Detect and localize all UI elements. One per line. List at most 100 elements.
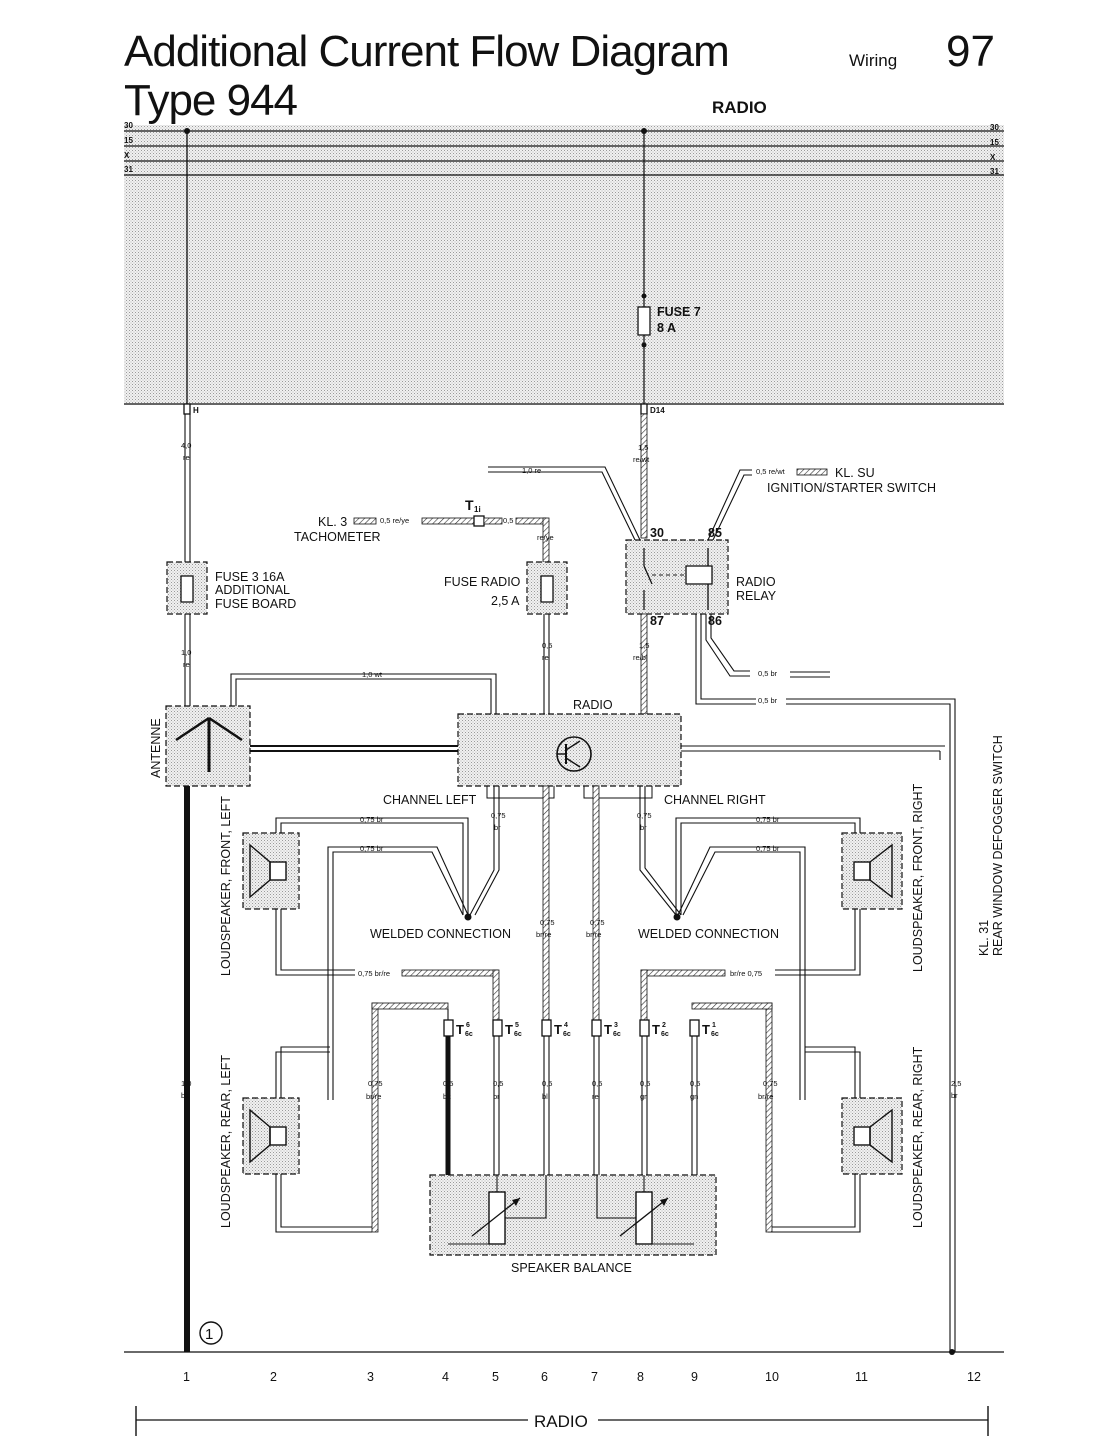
svg-text:0,5: 0,5: [640, 1079, 650, 1088]
svg-text:T: T: [702, 1022, 710, 1037]
svg-text:6c: 6c: [514, 1031, 522, 1038]
speaker-balance-label: SPEAKER BALANCE: [511, 1261, 632, 1275]
rail-label-left: X: [124, 151, 130, 160]
svg-text:0,5: 0,5: [493, 1079, 503, 1088]
relay-switch-icon: [643, 548, 686, 610]
svg-text:9: 9: [691, 1370, 698, 1384]
connector-t6-4: T 4 6c: [541, 1019, 571, 1038]
rail-label-left: 30: [124, 121, 133, 130]
fuse-panel: [124, 125, 1004, 405]
kl31-label: KL. 31: [977, 920, 991, 956]
svg-text:T: T: [505, 1022, 513, 1037]
svg-text:5: 5: [515, 1022, 519, 1029]
svg-text:T: T: [604, 1022, 612, 1037]
svg-text:re/wt: re/wt: [633, 455, 650, 464]
defogger-switch-label: REAR WINDOW DEFOGGER SWITCH: [991, 735, 1005, 956]
svg-text:1,5: 1,5: [639, 641, 649, 650]
svg-text:10: 10: [765, 1370, 779, 1384]
svg-text:br: br: [493, 1092, 500, 1101]
svg-text:11: 11: [855, 1370, 868, 1384]
svg-text:2,5 A: 2,5 A: [491, 594, 520, 608]
svg-text:5: 5: [492, 1370, 499, 1384]
svg-text:0,75: 0,75: [637, 811, 652, 820]
svg-text:3: 3: [614, 1022, 618, 1029]
svg-text:gn: gn: [690, 1092, 698, 1101]
svg-text:2: 2: [662, 1022, 666, 1029]
svg-text:T: T: [456, 1022, 464, 1037]
radio-label: RADIO: [573, 698, 613, 712]
svg-text:30: 30: [650, 526, 664, 540]
rail-label-left: 15: [124, 136, 133, 145]
rail-label-right: 15: [990, 138, 999, 147]
svg-text:bk: bk: [443, 1092, 451, 1101]
svg-text:87: 87: [650, 614, 664, 628]
svg-text:0,5: 0,5: [503, 516, 513, 525]
svg-text:0,5: 0,5: [542, 641, 552, 650]
svg-text:0,5 re/ye: 0,5 re/ye: [380, 516, 409, 525]
ignition-switch-label: IGNITION/STARTER SWITCH: [767, 481, 936, 495]
svg-text:4,0: 4,0: [181, 441, 191, 450]
loudspeaker-front-right-label: LOUDSPEAKER, FRONT, RIGHT: [911, 783, 925, 972]
page-number: 97: [946, 27, 995, 76]
ground-marker: [199, 1321, 223, 1345]
svg-text:6c: 6c: [613, 1031, 621, 1038]
fuse-3-label: FUSE 3 16A: [215, 570, 285, 584]
diagram-subtitle: RADIO: [712, 98, 767, 117]
svg-text:1,0: 1,0: [181, 1079, 191, 1088]
section-label: Wiring: [849, 51, 897, 70]
fuse-3: [180, 575, 194, 603]
svg-text:0,75 br: 0,75 br: [360, 844, 384, 853]
antenna-icon: [175, 716, 243, 772]
radio-relay-label: RADIO: [736, 575, 776, 589]
tachometer-label: TACHOMETER: [294, 530, 381, 544]
svg-text:1: 1: [205, 1326, 213, 1343]
svg-text:8: 8: [637, 1370, 644, 1384]
svg-text:0,5 br: 0,5 br: [758, 669, 778, 678]
svg-text:br: br: [951, 1091, 958, 1100]
fuse-radio-label: FUSE RADIO: [444, 575, 521, 589]
svg-text:br/re: br/re: [758, 1092, 773, 1101]
loudspeaker-front-left: [242, 832, 300, 910]
svg-text:6c: 6c: [465, 1031, 473, 1038]
svg-text:ADDITIONAL: ADDITIONAL: [215, 583, 290, 597]
terminal-h: H: [193, 406, 199, 415]
svg-text:12: 12: [967, 1370, 981, 1384]
svg-text:1,0: 1,0: [181, 648, 191, 657]
svg-text:1: 1: [183, 1370, 190, 1384]
svg-text:4: 4: [442, 1370, 449, 1384]
antenna-label: ANTENNE: [149, 718, 163, 778]
fuse-7-name: FUSE 7: [657, 305, 701, 319]
rail-label-left: 31: [124, 165, 133, 174]
transistor-icon: [556, 736, 592, 772]
svg-text:6c: 6c: [661, 1031, 669, 1038]
page-title: Additional Current Flow Diagram: [124, 27, 729, 76]
svg-text:7: 7: [591, 1370, 598, 1384]
welded-connection-left-label: WELDED CONNECTION: [370, 927, 511, 941]
svg-text:bk: bk: [181, 1091, 189, 1100]
loudspeaker-rear-left-label: LOUDSPEAKER, REAR, LEFT: [219, 1055, 233, 1228]
svg-text:3: 3: [367, 1370, 374, 1384]
rail-label-right: 30: [990, 123, 999, 132]
svg-text:br/re 0,75: br/re 0,75: [730, 969, 762, 978]
svg-text:re: re: [183, 660, 190, 669]
svg-text:br: br: [640, 823, 647, 832]
svg-text:0,75: 0,75: [540, 918, 555, 927]
radio-relay-box: [625, 539, 729, 615]
loudspeaker-front-left-label: LOUDSPEAKER, FRONT, LEFT: [219, 796, 233, 976]
loudspeaker-front-right: [841, 832, 903, 910]
channel-left-label: CHANNEL LEFT: [383, 793, 477, 807]
svg-text:6: 6: [466, 1022, 470, 1029]
speaker-balance-box: [429, 1174, 717, 1256]
svg-text:0,5: 0,5: [542, 1079, 552, 1088]
column-numbers: 1 2 3 4 5 6 7 8 9 10 11 12: [183, 1370, 981, 1384]
svg-text:br/re: br/re: [536, 930, 551, 939]
potentiometer-right-icon: [596, 1175, 694, 1245]
radio-box: [457, 713, 682, 787]
connector-t6-3: T 3 6c: [591, 1019, 621, 1038]
terminal-d14: D14: [650, 406, 665, 415]
svg-text:re/ye: re/ye: [537, 533, 554, 542]
svg-text:0,75 br: 0,75 br: [756, 815, 780, 824]
svg-text:br/re: br/re: [366, 1092, 381, 1101]
svg-text:re: re: [183, 453, 190, 462]
svg-text:0,75: 0,75: [368, 1079, 383, 1088]
